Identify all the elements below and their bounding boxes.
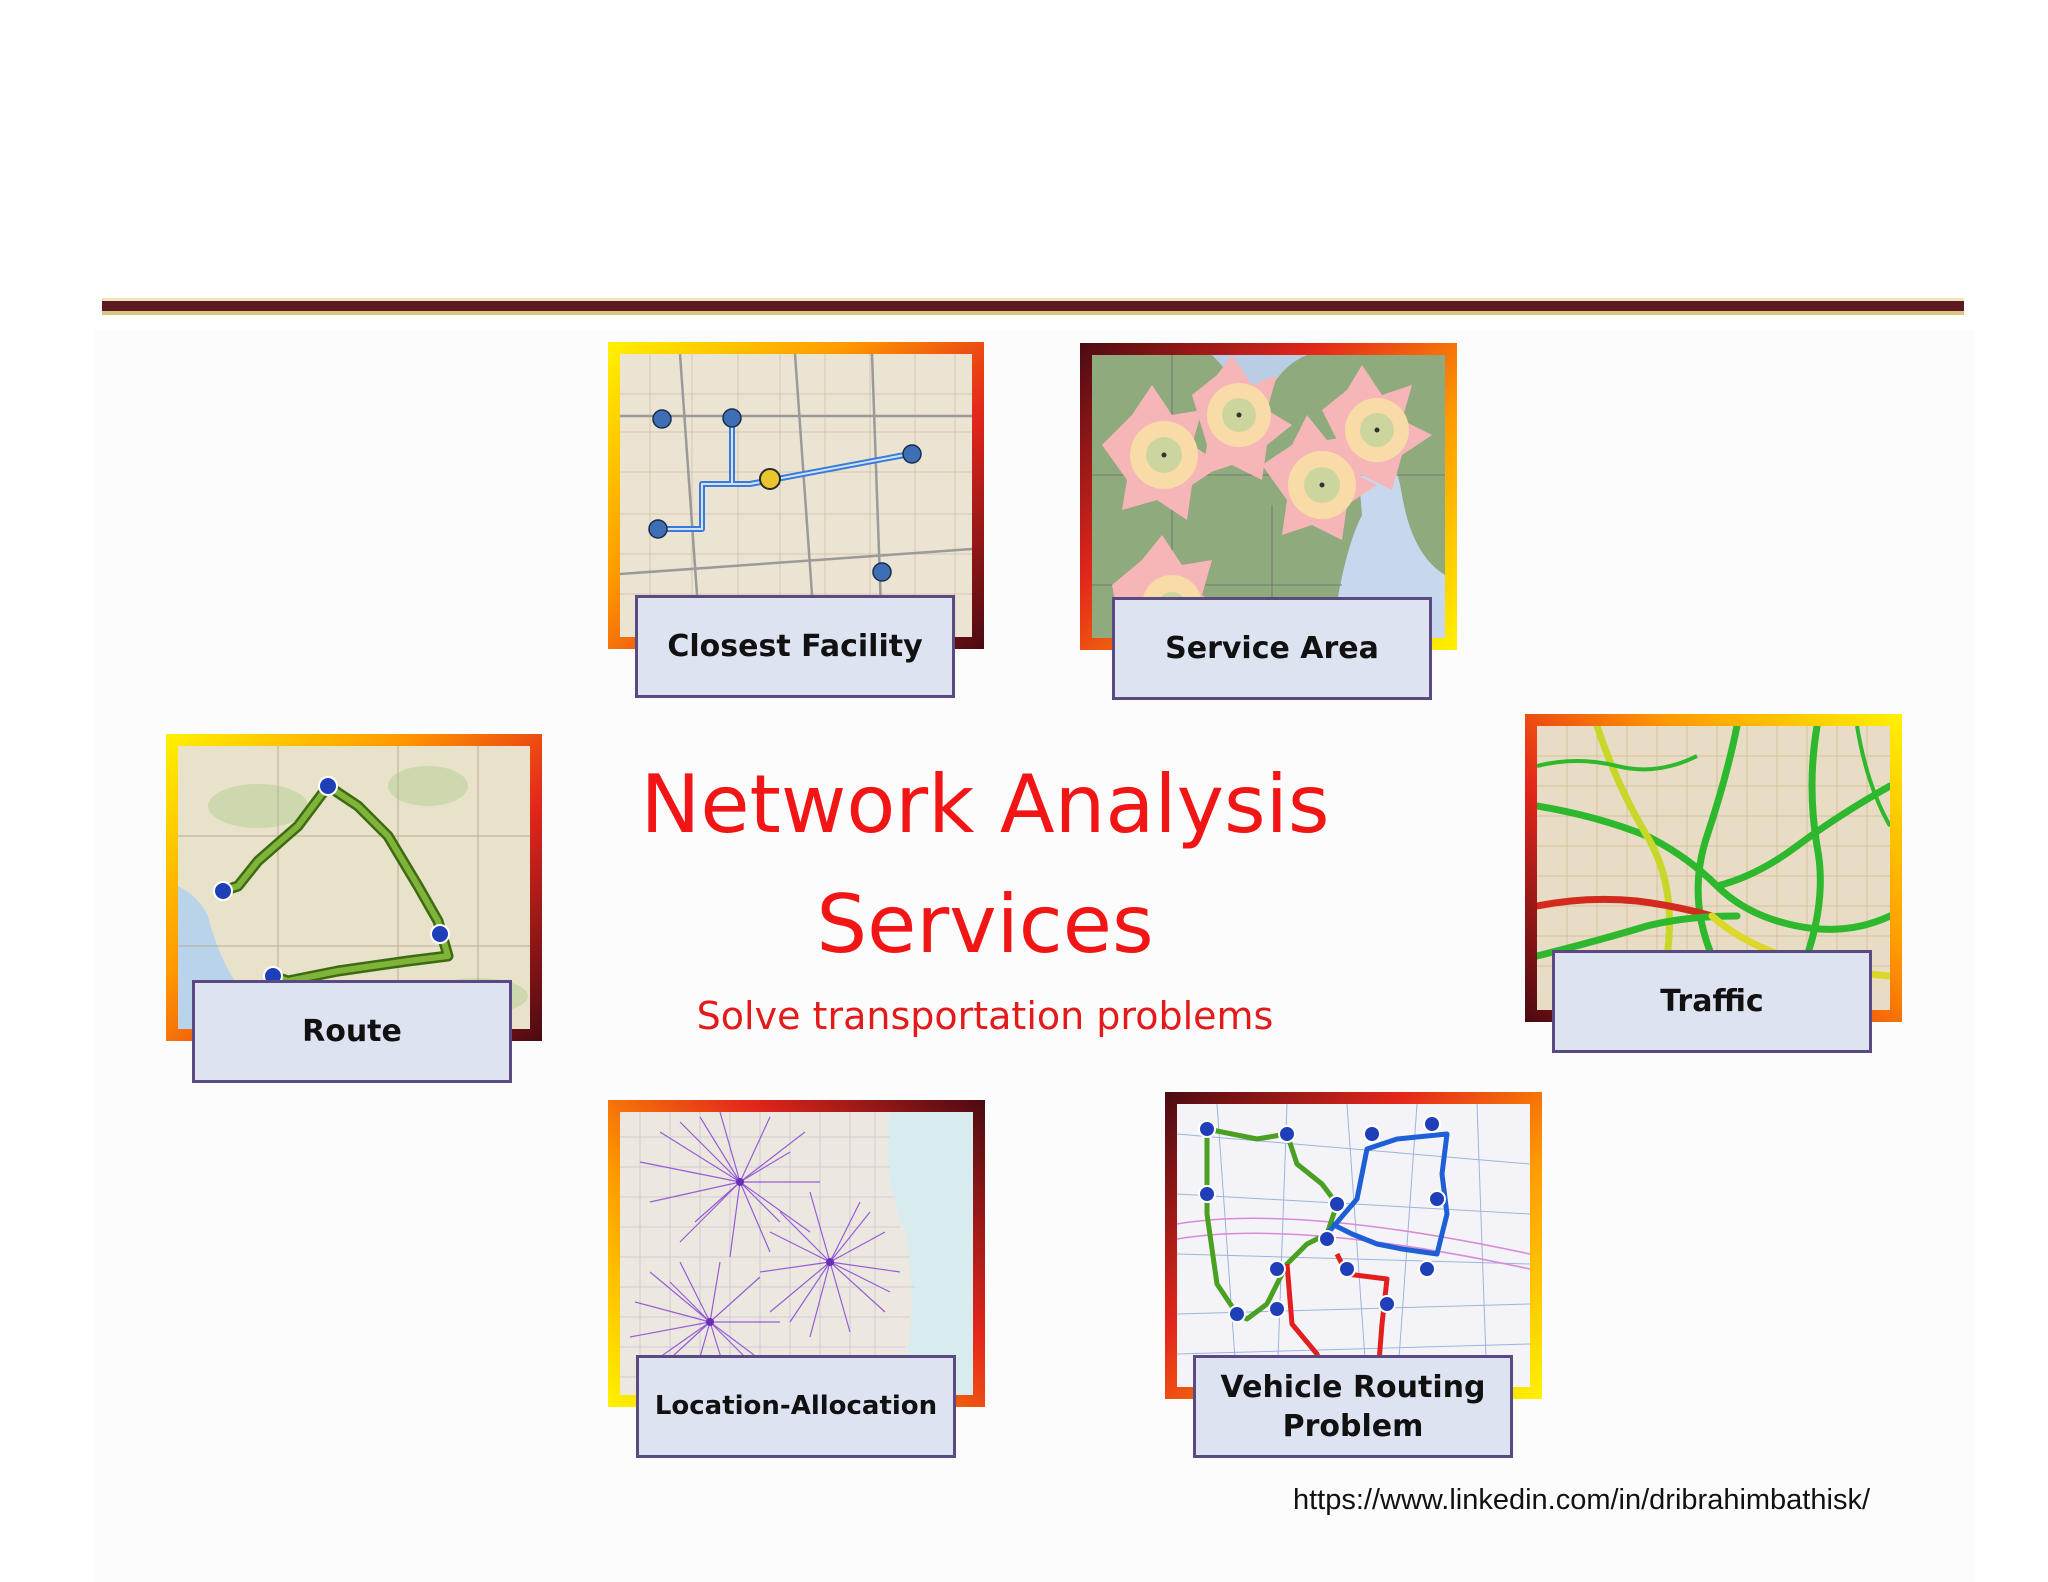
- slide-subtitle: Solve transportation problems: [696, 994, 1274, 1038]
- closest-facility-thumbnail: [608, 342, 984, 649]
- slide-title-line2: Services: [816, 878, 1154, 971]
- traffic-label[interactable]: Traffic: [1552, 950, 1872, 1053]
- vehicle-routing-text-line2: Problem: [1282, 1408, 1424, 1444]
- vehicle-routing-label[interactable]: Vehicle Routing Problem: [1193, 1355, 1513, 1458]
- vehicle-routing-text-line1: Vehicle Routing: [1220, 1369, 1486, 1405]
- service-area-map: [1092, 355, 1445, 638]
- location-allocation-map: [620, 1112, 973, 1395]
- vehicle-routing-map: [1177, 1104, 1530, 1387]
- closest-facility-label[interactable]: Closest Facility: [635, 595, 955, 698]
- service-area-text: Service Area: [1165, 631, 1379, 666]
- source-url: https://www.linkedin.com/in/dribrahimbat…: [1292, 1484, 1870, 1516]
- service-area-label[interactable]: Service Area: [1112, 597, 1432, 700]
- closest-facility-map: [620, 354, 972, 637]
- location-allocation-text: Location-Allocation: [654, 1390, 938, 1421]
- vehicle-routing-thumbnail: [1165, 1092, 1542, 1399]
- traffic-text: Traffic: [1660, 984, 1764, 1019]
- route-label[interactable]: Route: [192, 980, 512, 1083]
- slide-title-line1: Network Analysis: [640, 758, 1330, 851]
- service-area-thumbnail: [1080, 343, 1457, 650]
- header-divider: [102, 298, 1964, 316]
- location-allocation-label[interactable]: Location-Allocation: [636, 1355, 956, 1458]
- route-text: Route: [302, 1014, 402, 1049]
- closest-facility-text: Closest Facility: [667, 629, 923, 664]
- slide-title: Network Analysis Services: [560, 745, 1410, 985]
